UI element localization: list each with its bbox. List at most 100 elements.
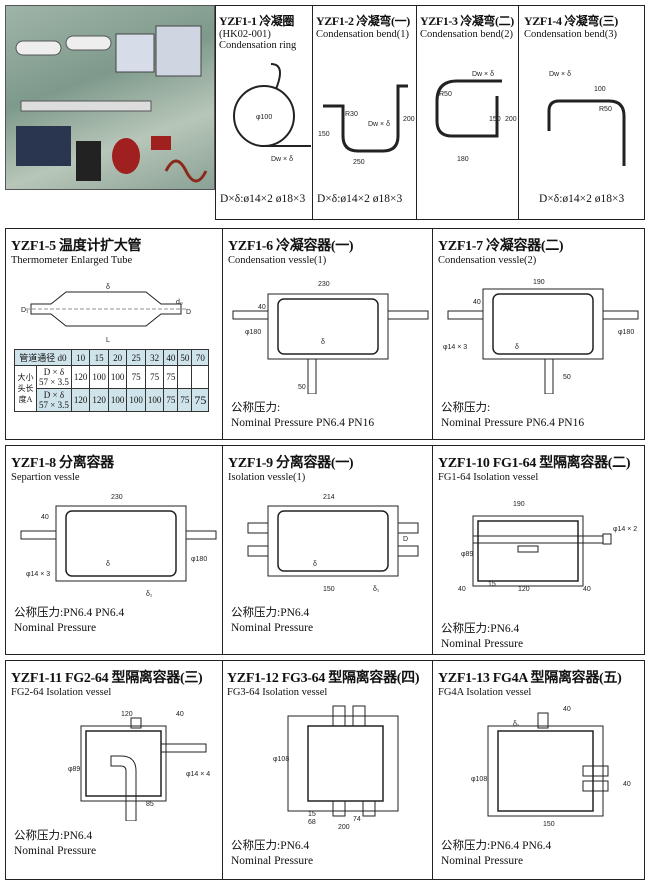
- dimension-label: 50: [298, 384, 306, 391]
- dimension-label: φ180: [191, 556, 207, 563]
- pressure-label: Nominal Pressure: [441, 638, 524, 650]
- item-code: YZF1-1 冷凝圈: [219, 14, 294, 28]
- item-yzf1-11: YZF1-11 FG2-64 型隔离容器(三)FG2-64 Isolation …: [5, 660, 223, 880]
- dimension-label: δ₁: [146, 591, 153, 598]
- item-yzf1-12: YZF1-12 FG3-64 型隔离容器(四)FG3-64 Isolation …: [222, 660, 433, 880]
- dimension-label: D: [403, 536, 408, 543]
- item-subtitle: Condensation vessle(1): [228, 255, 327, 266]
- item-subcode: (HK02-001): [219, 29, 271, 40]
- dimension-label: 40: [458, 586, 466, 593]
- item-subtitle: FG3-64 Isolation vessel: [227, 687, 328, 698]
- dimension-label: D₁: [21, 307, 29, 314]
- item-subtitle: FG1-64 Isolation vessel: [438, 472, 539, 483]
- dimension-label: 40: [473, 299, 481, 306]
- item-yzf1-10: YZF1-10 FG1-64 型隔离容器(二)FG1-64 Isolation …: [432, 445, 645, 655]
- dimension-label: 150: [489, 116, 501, 123]
- dimension-label: 40: [41, 514, 49, 521]
- pressure-value: 公称压力:PN6.4: [231, 840, 310, 852]
- dimension-label: 120: [121, 711, 133, 718]
- item-subtitle: Condensation bend(2): [420, 29, 514, 40]
- dimension-label: 150: [318, 131, 330, 138]
- dimension-label: 40: [583, 586, 591, 593]
- cell: 100: [107, 365, 128, 389]
- item-code: YZF1-10 FG1-64 型隔离容器(二): [438, 456, 631, 471]
- header-cell: 15: [89, 349, 109, 366]
- header-cell: 40: [163, 349, 179, 366]
- cell: 75: [144, 365, 165, 389]
- cell: 100: [126, 388, 146, 412]
- item-yzf1-3: YZF1-3 冷凝弯(二)Condensation bend(2) Dw × δ…: [416, 5, 519, 220]
- cell: 100: [107, 388, 128, 412]
- item-code: YZF1-3 冷凝弯(二): [420, 14, 514, 28]
- dimension-label: 200: [403, 116, 415, 123]
- dimension-label: 190: [513, 501, 525, 508]
- dimension-label: φ14 × 3: [26, 571, 50, 578]
- dimension-label: φ14 × 4: [186, 771, 210, 778]
- dimension-label: δ₁: [513, 721, 520, 728]
- item-code: YZF1-9 分离容器(一): [228, 456, 354, 471]
- cell: 120: [70, 388, 91, 412]
- item-code: YZF1-11 FG2-64 型隔离容器(三): [11, 671, 203, 686]
- pressure-label: 公称压力:: [231, 402, 281, 414]
- cell: 100: [89, 365, 109, 389]
- item-subtitle: Isolation vessle(1): [228, 472, 306, 483]
- dimension-label: φ180: [618, 329, 634, 336]
- dimension-label: 190: [533, 279, 545, 286]
- item-code: YZF1-5 温度计扩大管: [11, 239, 142, 254]
- item-code: YZF1-2 冷凝弯(一): [316, 14, 410, 28]
- product-photo: [5, 5, 215, 190]
- cell: 75: [177, 388, 193, 412]
- dimension-label: φ108: [273, 756, 289, 763]
- dimension-label: 250: [353, 159, 365, 166]
- spec-text: D×δ:ø14×2 ø18×3: [317, 193, 403, 205]
- dimension-label: 68: [308, 819, 316, 826]
- dimension-label: R50: [599, 106, 612, 113]
- item-subtitle: Condensation bend(3): [524, 29, 618, 40]
- dimension-label: 15: [488, 581, 496, 588]
- dimension-label: Dw × δ: [549, 71, 571, 78]
- dimension-label: δ: [321, 339, 325, 346]
- cell: 120: [70, 365, 91, 389]
- item-subtitle: FG2-64 Isolation vessel: [11, 687, 112, 698]
- dimension-label: 200: [505, 116, 517, 123]
- pressure-label: Nominal Pressure: [231, 855, 314, 867]
- item-code: YZF1-8 分离容器: [11, 456, 114, 471]
- dimension-label: δ₁: [373, 586, 380, 593]
- dimension-label: 230: [318, 281, 330, 288]
- header-cell: 25: [126, 349, 146, 366]
- cell: 75: [126, 365, 146, 389]
- item-code: YZF1-7 冷凝容器(二): [438, 239, 564, 254]
- header-cell: 10: [70, 349, 91, 366]
- pressure-value: 公称压力:PN6.4 PN6.4: [441, 840, 552, 852]
- spec-text: D×δ:ø14×2 ø18×3: [539, 193, 625, 205]
- dimension-label: δ: [106, 284, 110, 291]
- item-subtitle: Condensation ring: [219, 40, 297, 51]
- dimension-label: R50: [439, 91, 452, 98]
- item-code: YZF1-12 FG3-64 型隔离容器(四): [227, 671, 420, 686]
- header-cell: 20: [107, 349, 128, 366]
- pressure-value: 公称压力:PN6.4: [14, 830, 93, 842]
- pressure-label: 公称压力:: [441, 402, 491, 414]
- dimension-label: 85: [146, 801, 154, 808]
- header-cell: 70: [191, 349, 210, 366]
- header-cell: 管道通径 d0: [14, 349, 72, 366]
- header-cell: 32: [144, 349, 165, 366]
- pressure-value: Nominal Pressure PN6.4 PN16: [441, 417, 585, 429]
- item-subtitle: Separtion vessle: [11, 472, 80, 483]
- header-cell: 50: [177, 349, 193, 366]
- row-label: 大小头长度A: [14, 365, 37, 412]
- dimension-label: δ: [313, 561, 317, 568]
- dimension-label: Dw × δ: [271, 156, 293, 163]
- pressure-label: Nominal Pressure: [14, 622, 97, 634]
